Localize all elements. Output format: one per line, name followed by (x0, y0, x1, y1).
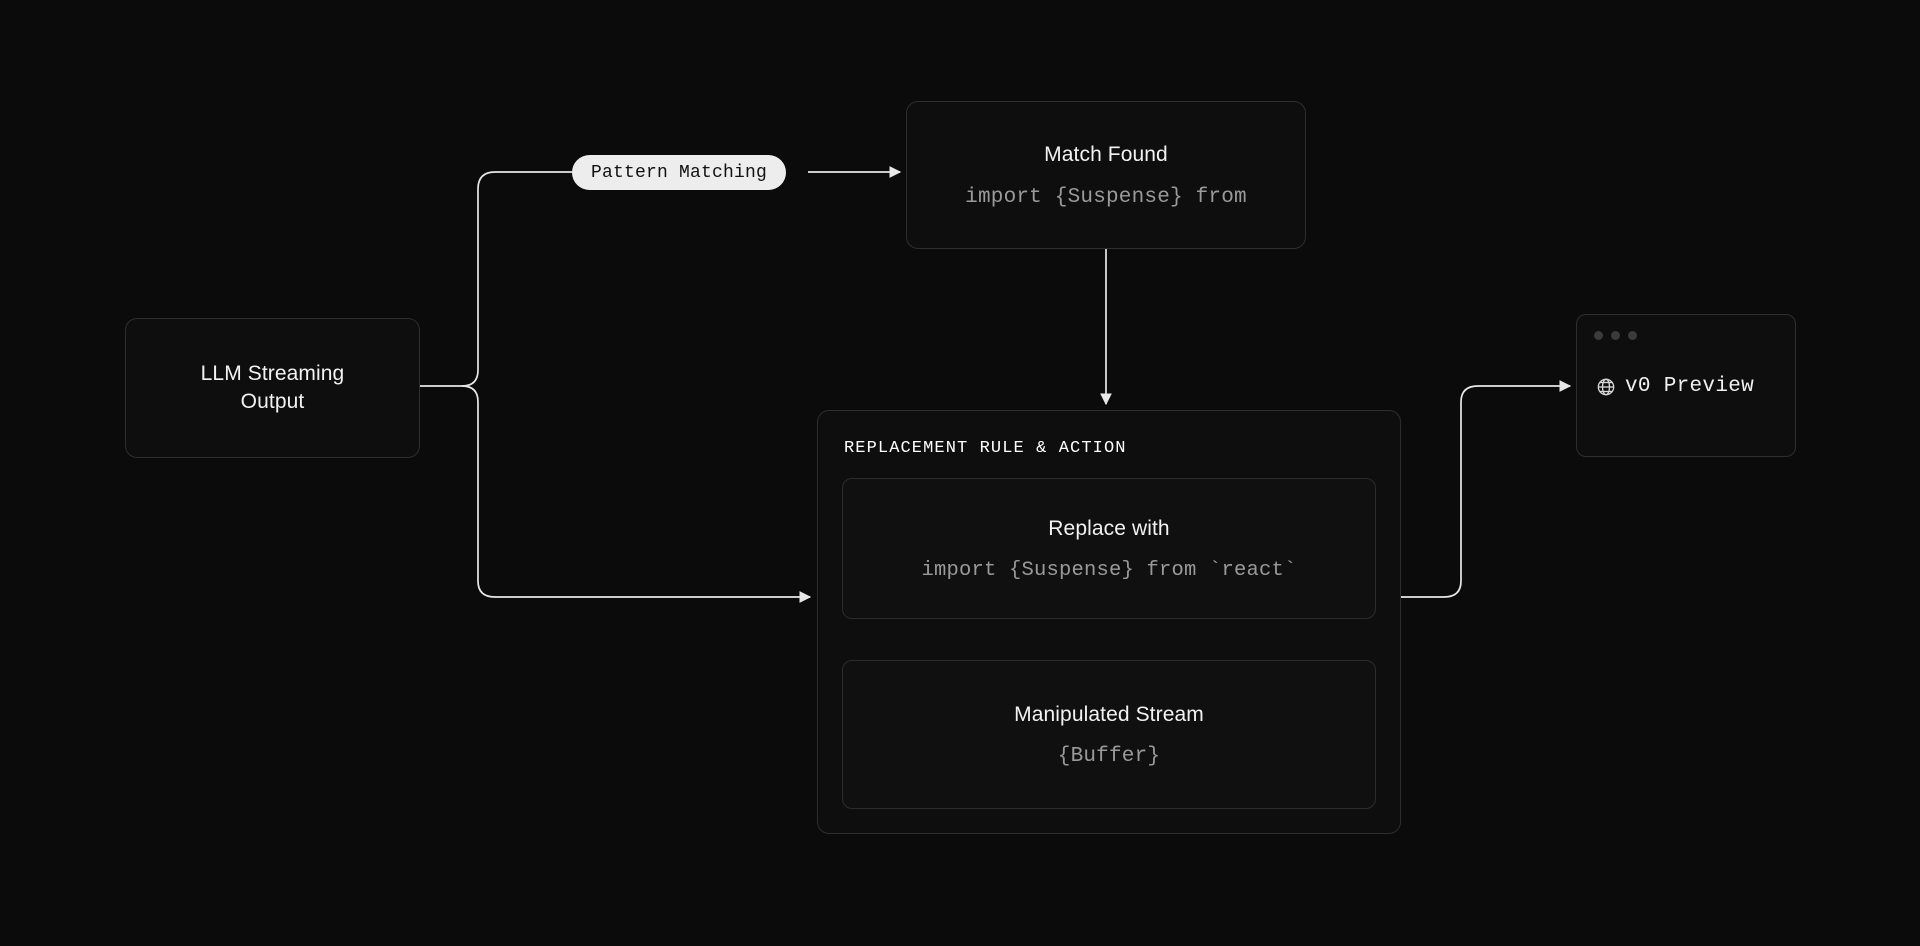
edge-llm-to-container (461, 385, 812, 603)
node-replace-with[interactable]: Replace with import {Suspense} from `rea… (842, 478, 1376, 619)
node-llm-streaming-output[interactable]: LLM Streaming Output (125, 318, 420, 458)
v0-preview-label: v0 Preview (1625, 375, 1755, 398)
window-dots (1594, 331, 1637, 340)
node-match-found-code: import {Suspense} from (965, 185, 1247, 209)
window-dot-close-icon (1594, 331, 1603, 340)
node-replacement-rule-container[interactable]: REPLACEMENT RULE & ACTION Replace with i… (817, 410, 1401, 834)
window-dot-minimize-icon (1611, 331, 1620, 340)
edge-replace-to-preview (1377, 380, 1572, 598)
globe-icon (1596, 377, 1616, 397)
replacement-rule-label: REPLACEMENT RULE & ACTION (844, 439, 1127, 458)
node-llm-title-line2: Output (240, 390, 305, 413)
edge-label-pattern-matching[interactable]: Pattern Matching (572, 155, 787, 190)
node-manipulated-stream[interactable]: Manipulated Stream {Buffer} (842, 659, 1376, 809)
node-v0-preview[interactable]: v0 Preview (1576, 314, 1796, 457)
v0-preview-row: v0 Preview (1596, 315, 1754, 458)
node-replace-with-title: Replace with (1048, 516, 1170, 540)
node-match-found[interactable]: Match Found import {Suspense} from (906, 101, 1306, 249)
node-llm-title-line1: LLM Streaming (200, 361, 345, 385)
window-dot-maximize-icon (1628, 331, 1637, 340)
node-manipulated-stream-title: Manipulated Stream (1014, 702, 1204, 726)
edge-llm-to-pattern (461, 171, 572, 387)
node-replace-with-code: import {Suspense} from `react` (921, 558, 1297, 582)
node-match-found-title: Match Found (1044, 143, 1168, 167)
node-manipulated-stream-code: {Buffer} (1057, 744, 1161, 768)
